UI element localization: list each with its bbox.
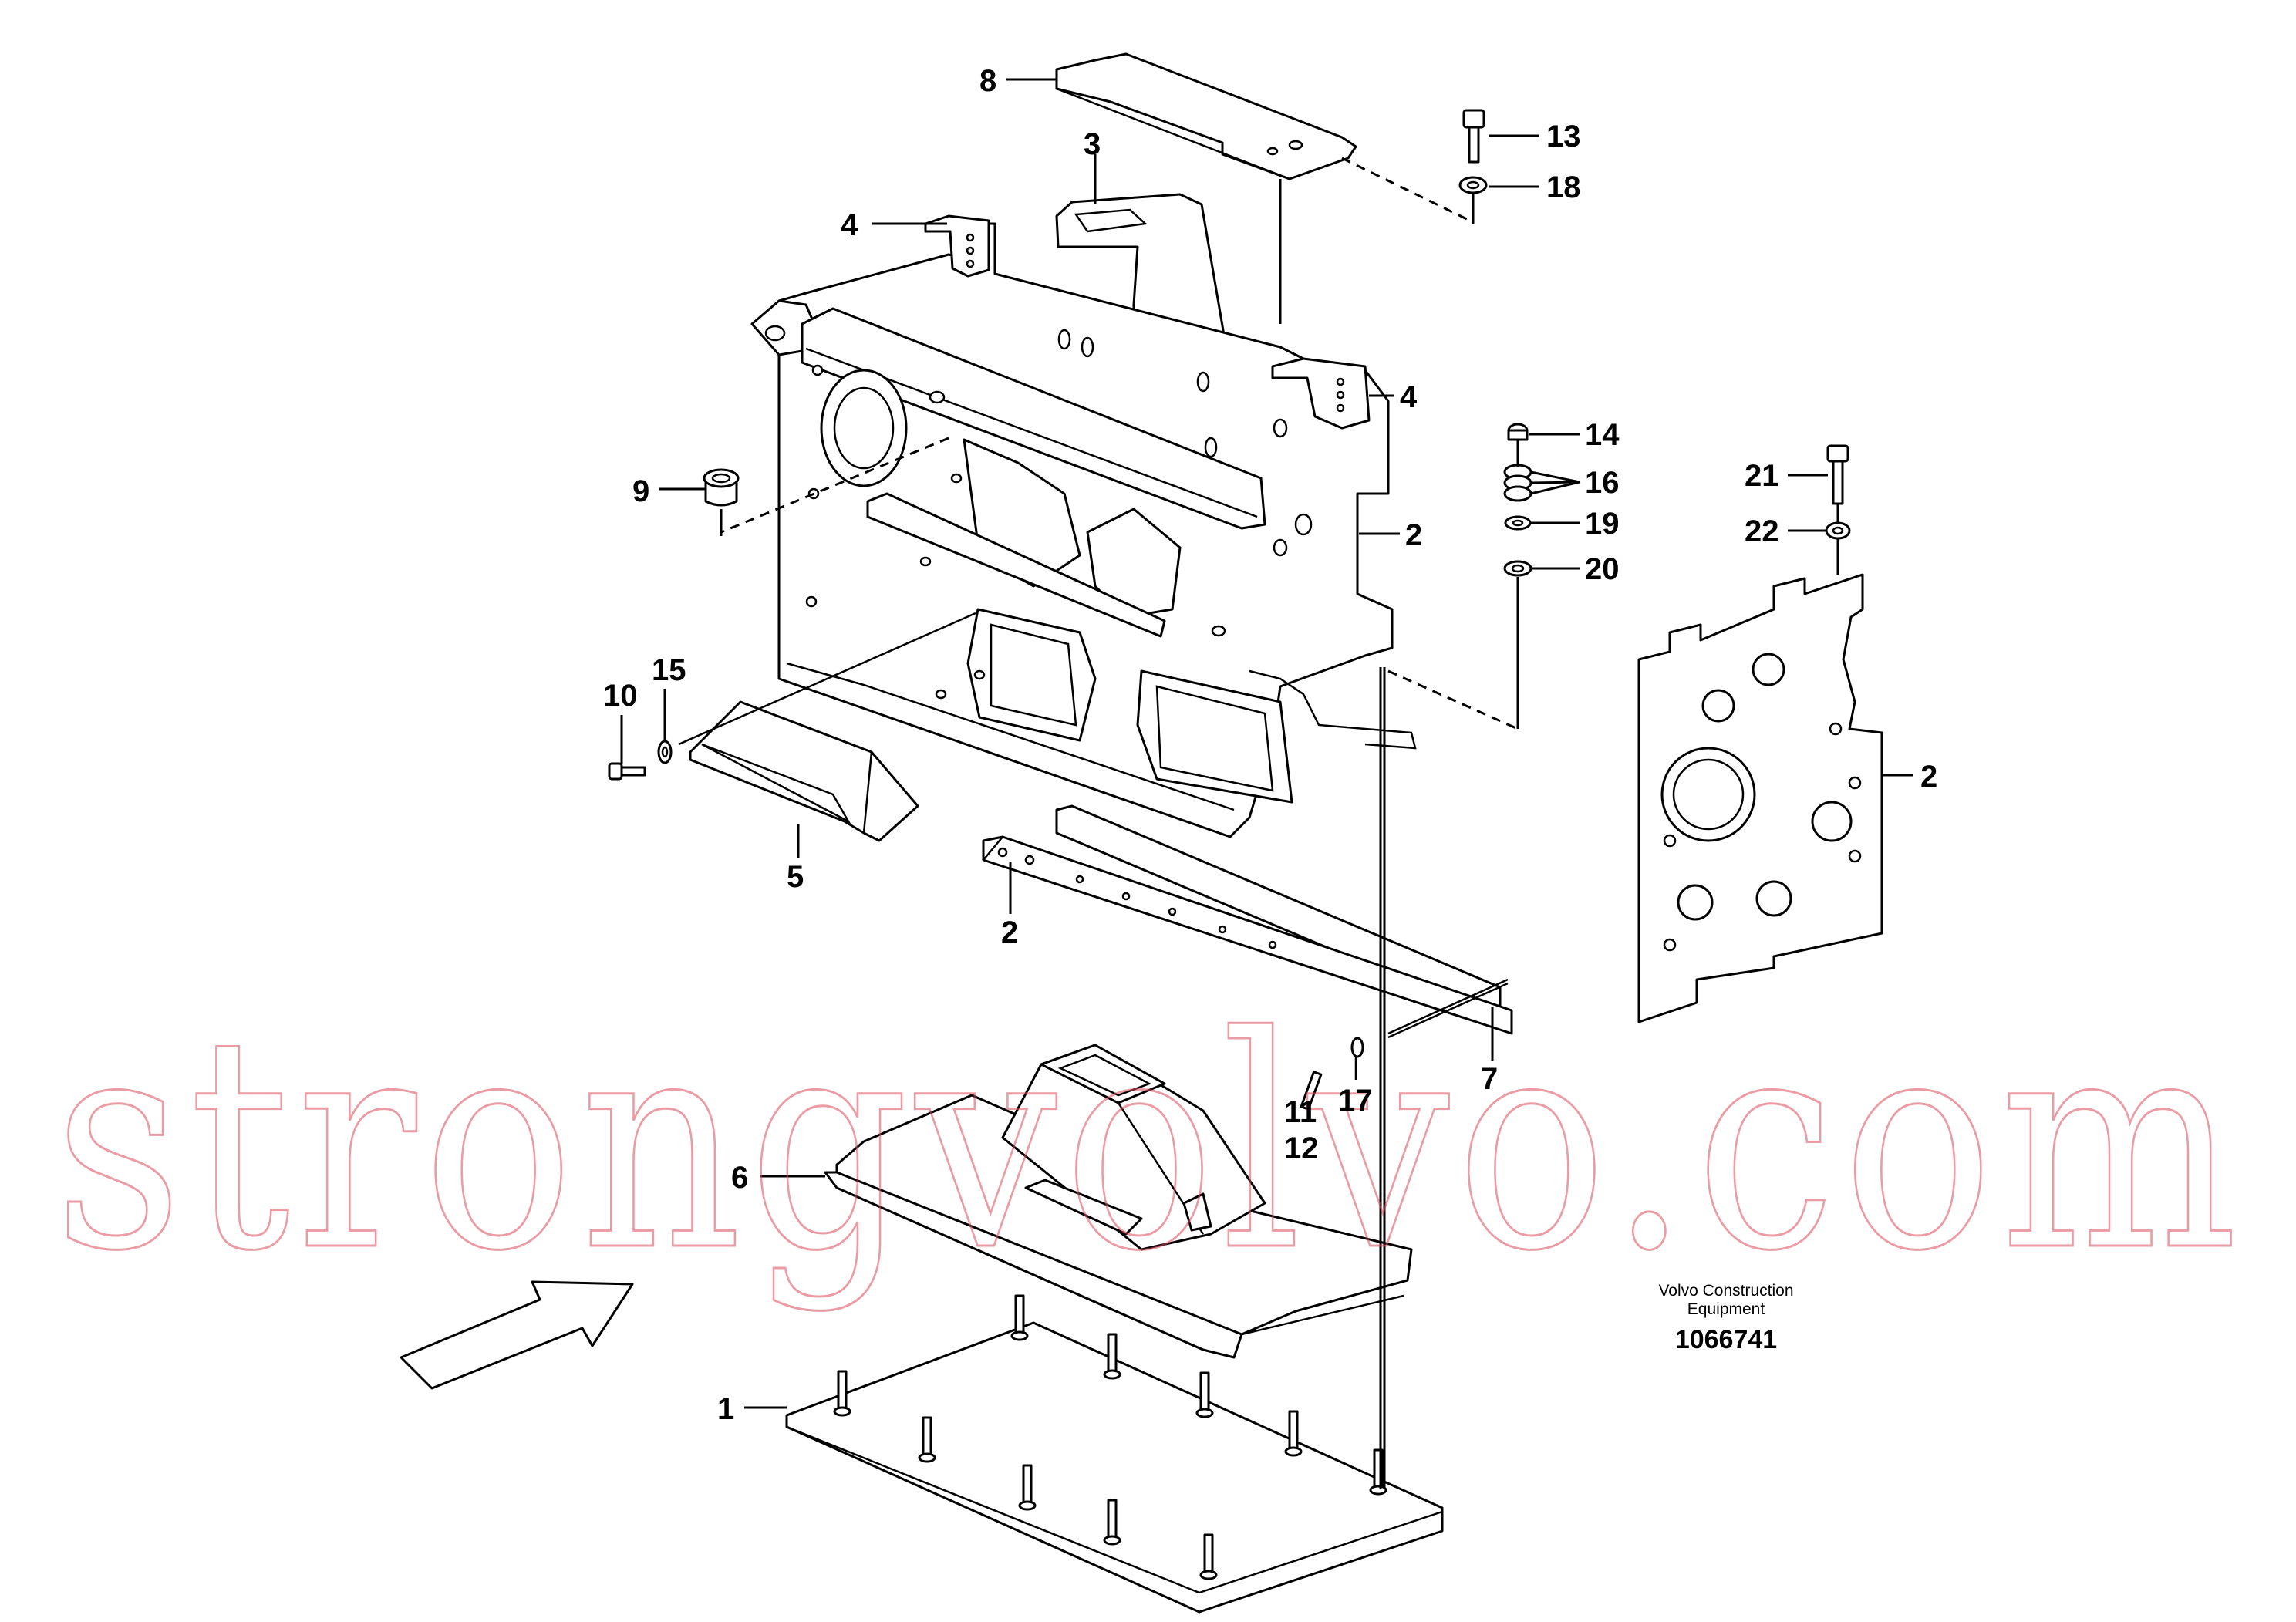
callout-2: 2: [1001, 916, 1018, 949]
callout-5: 5: [787, 860, 804, 894]
part-7-rod[interactable]: [1387, 978, 1509, 1039]
part-18-washer[interactable]: [1458, 176, 1488, 194]
part-21-bolt[interactable]: [1826, 444, 1849, 505]
callout-21: 21: [1745, 459, 1779, 493]
callout-1: 1: [717, 1392, 734, 1426]
part-14-nut[interactable]: [1507, 423, 1529, 441]
callout-12: 12: [1284, 1131, 1319, 1165]
callout-4: 4: [841, 208, 858, 242]
callout-20: 20: [1585, 552, 1620, 586]
callout-18: 18: [1546, 170, 1581, 204]
part-17-washer[interactable]: [1350, 1037, 1364, 1080]
callout-7: 7: [1481, 1062, 1498, 1096]
part-2-main-frame[interactable]: [750, 222, 1417, 838]
callout-labels: 8 3 4 4 13 18 9 2 14 16 19 20 21 22 2 10…: [603, 64, 1937, 1426]
part-11-screw[interactable]: [1300, 1071, 1323, 1111]
callout-2: 2: [1405, 518, 1422, 552]
part-19-washer[interactable]: [1504, 515, 1532, 531]
callout-11: 11: [1284, 1095, 1317, 1129]
caption-line-2: Equipment: [1687, 1300, 1765, 1318]
callout-8: 8: [979, 64, 996, 98]
part-1-studs: [833, 1294, 1387, 1580]
callout-10: 10: [603, 679, 638, 713]
direction-arrow-icon: [400, 1280, 634, 1390]
callout-14: 14: [1585, 418, 1620, 452]
callout-22: 22: [1745, 514, 1779, 548]
callout-9: 9: [632, 474, 649, 508]
part-20-washer[interactable]: [1503, 560, 1532, 577]
part-22-washer[interactable]: [1825, 521, 1851, 540]
part-4-bracket-left[interactable]: [924, 214, 990, 278]
callout-16: 16: [1585, 466, 1620, 500]
drawing-number: 1066741: [1675, 1325, 1777, 1354]
part-6-housing[interactable]: [824, 1044, 1413, 1359]
part-8-top-plate[interactable]: [1055, 52, 1357, 180]
assembly-lines: [678, 157, 1839, 1489]
callout-19: 19: [1585, 507, 1620, 541]
part-9-plug[interactable]: [703, 468, 740, 507]
callout-4: 4: [1400, 380, 1418, 414]
part-2-side-plate[interactable]: [1637, 573, 1883, 1023]
watermark-text: strongvolvo.com: [54, 973, 2244, 1315]
callout-2: 2: [1920, 760, 1937, 794]
callout-leaders: [620, 78, 1913, 1409]
part-15-washer[interactable]: [657, 740, 673, 764]
part-16-washers[interactable]: [1503, 464, 1532, 502]
part-13-bolt[interactable]: [1462, 109, 1485, 164]
caption-line-1: Volvo Construction: [1658, 1282, 1793, 1300]
part-1-base-plate[interactable]: [785, 1321, 1444, 1614]
part-4-bracket-right[interactable]: [1271, 357, 1371, 430]
callout-17: 17: [1338, 1084, 1373, 1118]
part-10-bolt[interactable]: [608, 762, 646, 781]
callout-3: 3: [1084, 127, 1101, 161]
callout-6: 6: [731, 1161, 748, 1195]
callout-15: 15: [652, 653, 686, 687]
callout-13: 13: [1546, 120, 1581, 153]
caption-block: Volvo Construction Equipment 1066741: [1658, 1282, 1793, 1354]
part-5-cover[interactable]: [689, 700, 919, 842]
